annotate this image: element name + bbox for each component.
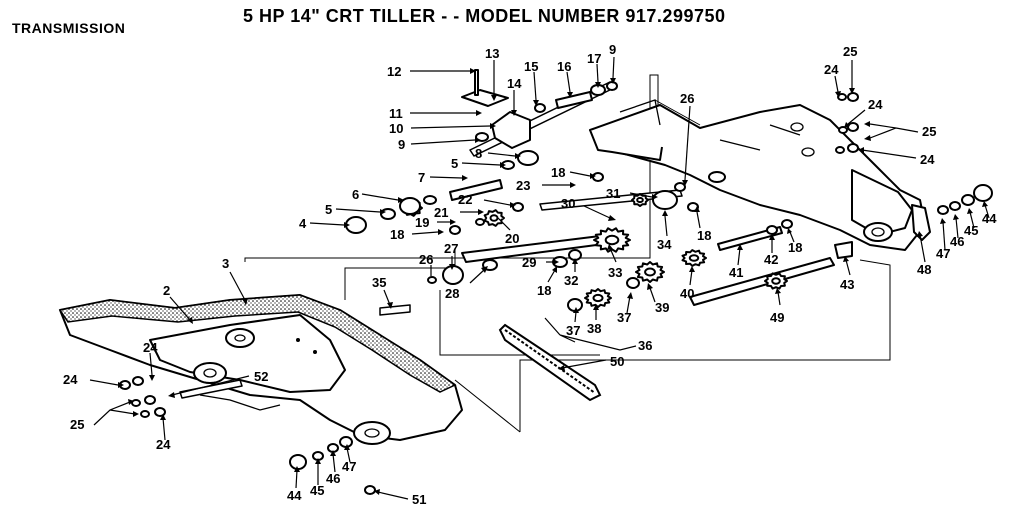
callout-47-right: 47 [936, 246, 950, 261]
callout-29: 29 [522, 255, 536, 270]
callout-12: 12 [387, 64, 401, 79]
callout-3: 3 [222, 256, 229, 271]
callout-8: 8 [475, 146, 482, 161]
callout-25-top: 25 [843, 44, 857, 59]
callout-31: 31 [606, 186, 620, 201]
callout-30: 30 [561, 196, 575, 211]
sprocket-33-hub [604, 234, 620, 246]
callout-26-mid: 26 [419, 252, 433, 267]
callout-44-right: 44 [982, 211, 997, 226]
callout-17: 17 [587, 51, 601, 66]
callout-37-a: 37 [566, 323, 580, 338]
callout-10: 10 [389, 121, 403, 136]
leader-lines [89, 56, 990, 500]
gear-21-hub [489, 214, 499, 222]
callout-6: 6 [352, 187, 359, 202]
callout-32: 32 [564, 273, 578, 288]
callout-42: 42 [764, 252, 778, 267]
callout-9-top: 9 [609, 42, 616, 57]
callout-39: 39 [655, 300, 669, 315]
callout-16: 16 [557, 59, 571, 74]
callout-38: 38 [587, 321, 601, 336]
callout-18-e: 18 [788, 240, 802, 255]
callout-34: 34 [657, 237, 672, 252]
callout-7: 7 [418, 170, 425, 185]
housing-left-half [58, 294, 463, 445]
callout-28: 28 [445, 286, 459, 301]
callout-50: 50 [610, 354, 624, 369]
callout-4: 4 [299, 216, 307, 231]
chain-50 [498, 323, 602, 402]
callout-24-left-lower: 24 [156, 437, 171, 452]
callout-25-right: 25 [922, 124, 936, 139]
callout-24-upper: 24 [868, 97, 883, 112]
callout-23: 23 [516, 178, 530, 193]
callout-11: 11 [389, 106, 403, 121]
section-label: TRANSMISSION [12, 20, 126, 36]
callout-47-bottom: 47 [342, 459, 356, 474]
callout-44-bottom: 44 [287, 488, 302, 503]
callout-48: 48 [917, 262, 931, 277]
sprocket-40-hub [688, 254, 700, 262]
callout-46-right: 46 [950, 234, 964, 249]
callout-40: 40 [680, 286, 694, 301]
callout-46-bottom: 46 [326, 471, 340, 486]
callout-37-b: 37 [617, 310, 631, 325]
callout-52: 52 [254, 369, 268, 384]
callout-22: 22 [458, 192, 472, 207]
callout-24-right: 24 [920, 152, 935, 167]
callout-18-b: 18 [390, 227, 404, 242]
callout-9-mid: 9 [398, 137, 405, 152]
callout-35: 35 [372, 275, 386, 290]
callout-36: 36 [638, 338, 652, 353]
callout-2: 2 [163, 283, 170, 298]
page-title: 5 HP 14" CRT TILLER - - MODEL NUMBER 917… [243, 6, 726, 26]
callout-24-left: 24 [63, 372, 78, 387]
callout-21: 21 [434, 205, 448, 220]
callout-15: 15 [524, 59, 538, 74]
callout-18-a: 18 [551, 165, 565, 180]
callout-18-c: 18 [697, 228, 711, 243]
callout-25-left: 25 [70, 417, 84, 432]
callout-45-right: 45 [964, 223, 978, 238]
callout-14: 14 [507, 76, 522, 91]
housing-right-half [589, 99, 926, 251]
callout-49: 49 [770, 310, 784, 325]
callout-26-top: 26 [680, 91, 694, 106]
sprocket-38-hub [592, 293, 604, 303]
sprocket-39-hub [644, 267, 656, 277]
callout-41: 41 [729, 265, 743, 280]
callout-20: 20 [505, 231, 519, 246]
callout-19: 19 [415, 215, 429, 230]
callout-43: 43 [840, 277, 854, 292]
callout-45-bottom: 45 [310, 483, 324, 498]
gear-31-hub [636, 196, 644, 204]
callout-5-lower: 5 [325, 202, 332, 217]
callout-51: 51 [412, 492, 426, 507]
sprocket-49-hub [771, 277, 781, 285]
small-hardware [119, 69, 993, 495]
callout-33: 33 [608, 265, 622, 280]
callout-24-top: 24 [824, 62, 839, 77]
callout-27: 27 [444, 241, 458, 256]
callout-5-upper: 5 [451, 156, 458, 171]
callout-13: 13 [485, 46, 499, 61]
callout-labels: 12 13 14 15 16 17 9 11 10 9 8 5 7 6 5 4 … [63, 42, 997, 507]
callout-18-d: 18 [537, 283, 551, 298]
callout-24-left-upper: 24 [143, 340, 158, 355]
